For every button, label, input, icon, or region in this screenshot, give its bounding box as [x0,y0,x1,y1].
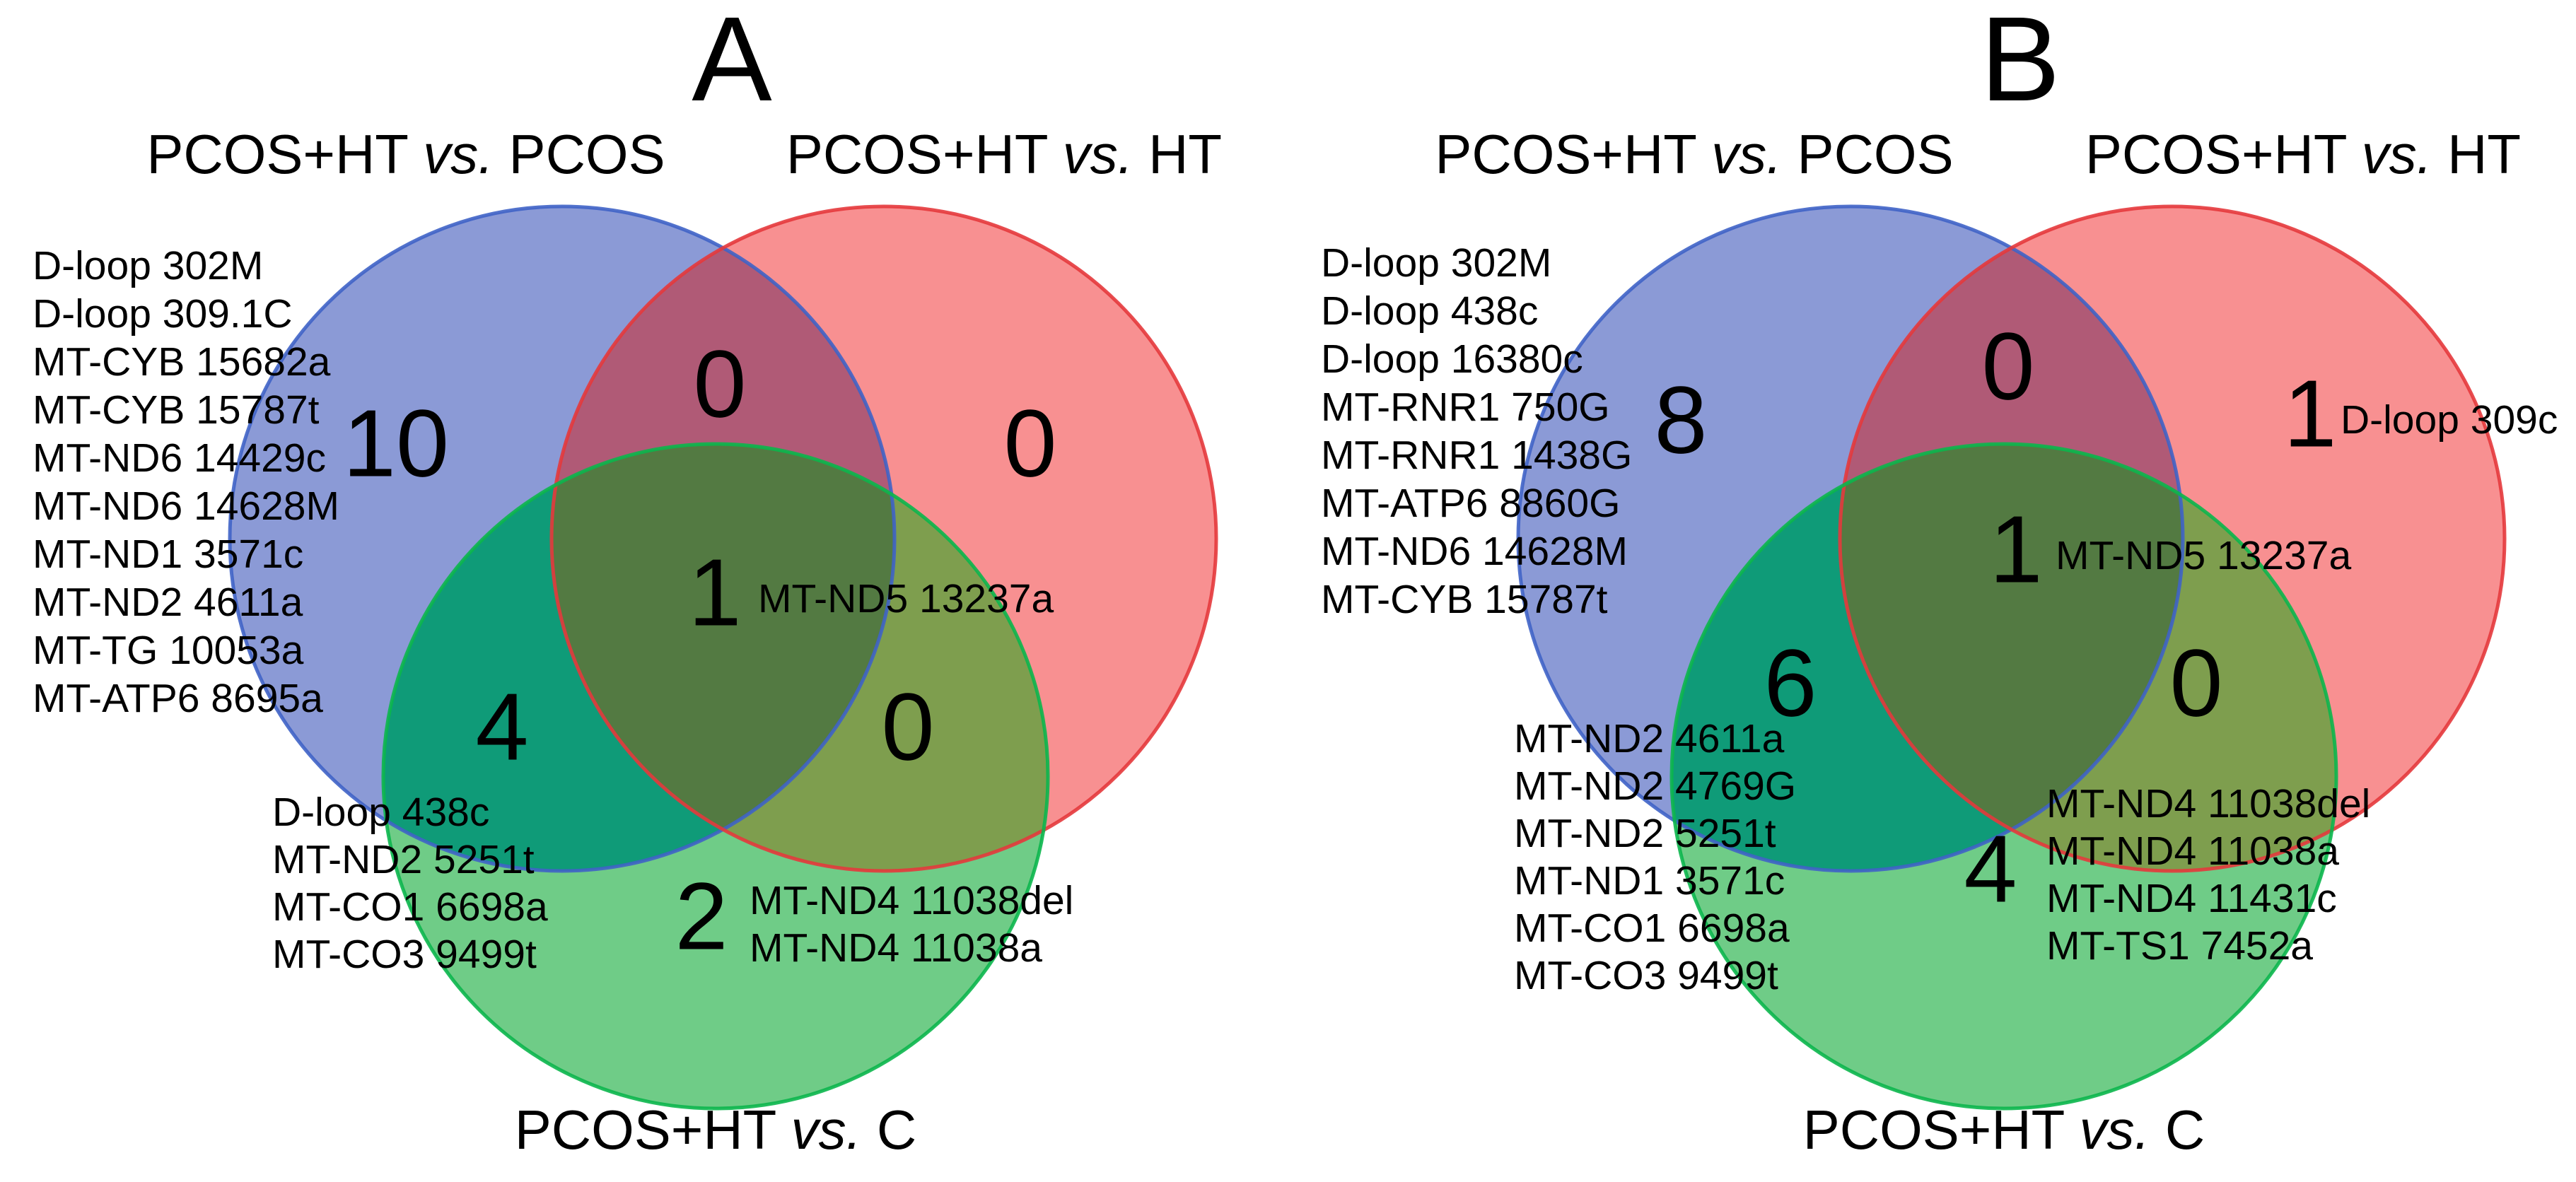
list-item: MT-ND6 14628M [33,484,339,529]
list-item: MT-ND1 3571c [1514,858,1785,903]
set-label-green-pre: PCOS+HT [1803,1099,2080,1161]
set-label-red-pre: PCOS+HT [786,123,1063,185]
circle-outline-red [1838,204,2507,873]
list-item: MT-ND2 4611a [33,580,303,625]
set-label-blue-vs: vs. [1711,123,1782,185]
set-label-green: PCOS+HT vs. C [1803,1099,2205,1161]
region-center [1840,444,2183,871]
list-item: D-loop 309.1C [33,291,293,337]
set-label-green: PCOS+HT vs. C [515,1099,917,1161]
count-blue-only: 8 [1654,367,1707,474]
list-item: MT-CO3 9499t [272,932,537,977]
circle-outline-blue [1516,204,2185,873]
region-center-fill [552,444,894,871]
set-label-blue-post: PCOS [494,123,665,185]
set-label-red-vs: vs. [1063,123,1133,185]
set-label-blue: PCOS+HT vs. PCOS [146,123,665,185]
circle-outline-red [549,204,1218,873]
count-blue-red: 0 [693,331,746,438]
list-item: MT-ND4 11038del [750,878,1073,923]
list-item: D-loop 438c [1321,288,1538,334]
count-blue-only: 10 [343,390,449,497]
list-item: MT-CO3 9499t [1514,953,1778,998]
list-item: D-loop 438c [272,790,489,835]
set-label-red: PCOS+HT vs. HT [2085,123,2521,185]
list-item: MT-ND1 3571c [33,532,303,577]
count-blue-green: 6 [1764,630,1817,737]
set-label-green-post: C [2150,1099,2205,1161]
list-item: MT-RNR1 1438G [1321,433,1632,478]
list-item: D-loop 302M [33,243,263,288]
list-item: MT-CO1 6698a [1514,906,1790,951]
list-item: MT-ND4 11431c [2046,876,2337,921]
set-label-green-vs: vs. [2080,1099,2150,1161]
list-item: MT-ND2 5251t [272,837,535,882]
count-red-green: 0 [881,674,934,780]
circle-outline-green [1669,442,2338,1111]
count-blue-green: 4 [475,674,528,780]
circle-outline-green [381,442,1050,1111]
region-center-fill [1840,444,2183,871]
count-center: 1 [1989,496,2042,603]
list-item: MT-ND4 11038a [2046,829,2339,874]
list-item: MT-CYB 15682a [33,339,331,385]
list-item: MT-ND6 14628M [1321,529,1628,574]
list-item: MT-CO1 6698a [272,884,548,930]
count-blue-red: 0 [1981,313,2034,420]
count-red-only: 0 [1003,390,1056,497]
list-item: MT-ND6 14429c [33,435,326,481]
list-item: MT-ATP6 8695a [33,676,323,721]
circle-outline-blue [228,204,897,873]
set-label-red-vs: vs. [2362,123,2432,185]
set-label-red: PCOS+HT vs. HT [786,123,1222,185]
list-item: D-loop 302M [1321,240,1551,286]
panel-a-title: A [692,0,772,127]
set-label-green-post: C [861,1099,916,1161]
count-green-only: 2 [675,863,728,970]
list-item: MT-ND2 4611a [1514,716,1785,761]
list-item: MT-CYB 15787t [1321,577,1608,622]
set-label-red-post: HT [1133,123,1222,185]
center-annotation: MT-ND5 13237a [2056,533,2352,578]
list-item: MT-ATP6 8860G [1321,481,1620,526]
set-label-green-vs: vs. [791,1099,862,1161]
count-red-green: 0 [2169,630,2222,737]
list-item: D-loop 16380c [1321,337,1583,382]
list-item: MT-ND2 5251t [1514,811,1776,856]
venn-panel-a: A PCOS+HT vs. PCOS PCOS+HT vs. HT PCOS+H… [33,0,1222,1161]
set-label-red-pre: PCOS+HT [2085,123,2362,185]
set-label-blue-pre: PCOS+HT [146,123,423,185]
count-center: 1 [688,539,741,646]
count-red-only: 1 [2283,361,2336,467]
list-item: MT-TS1 7452a [2046,923,2313,969]
list-item: MT-ND4 11038del [2046,781,2370,826]
list-item: MT-ND4 11038a [750,925,1042,971]
set-label-green-pre: PCOS+HT [515,1099,791,1161]
list-item: MT-CYB 15787t [33,387,320,433]
list-item: MT-ND2 4769G [1514,763,1796,809]
region-center [552,444,894,871]
list-item: MT-RNR1 750G [1321,385,1610,430]
count-green-only: 4 [1964,816,2017,923]
venn-panel-b: B PCOS+HT vs. PCOS PCOS+HT vs. HT PCOS+H… [1321,0,2558,1161]
set-label-blue-post: PCOS [1782,123,1954,185]
set-label-blue: PCOS+HT vs. PCOS [1435,123,1953,185]
red-only-annotation: D-loop 309c [2341,397,2558,443]
set-label-red-post: HT [2432,123,2521,185]
set-label-blue-vs: vs. [423,123,494,185]
center-annotation: MT-ND5 13237a [758,576,1054,621]
panel-b-title: B [1980,0,2060,127]
set-label-blue-pre: PCOS+HT [1435,123,1711,185]
list-item: MT-TG 10053a [33,628,304,673]
